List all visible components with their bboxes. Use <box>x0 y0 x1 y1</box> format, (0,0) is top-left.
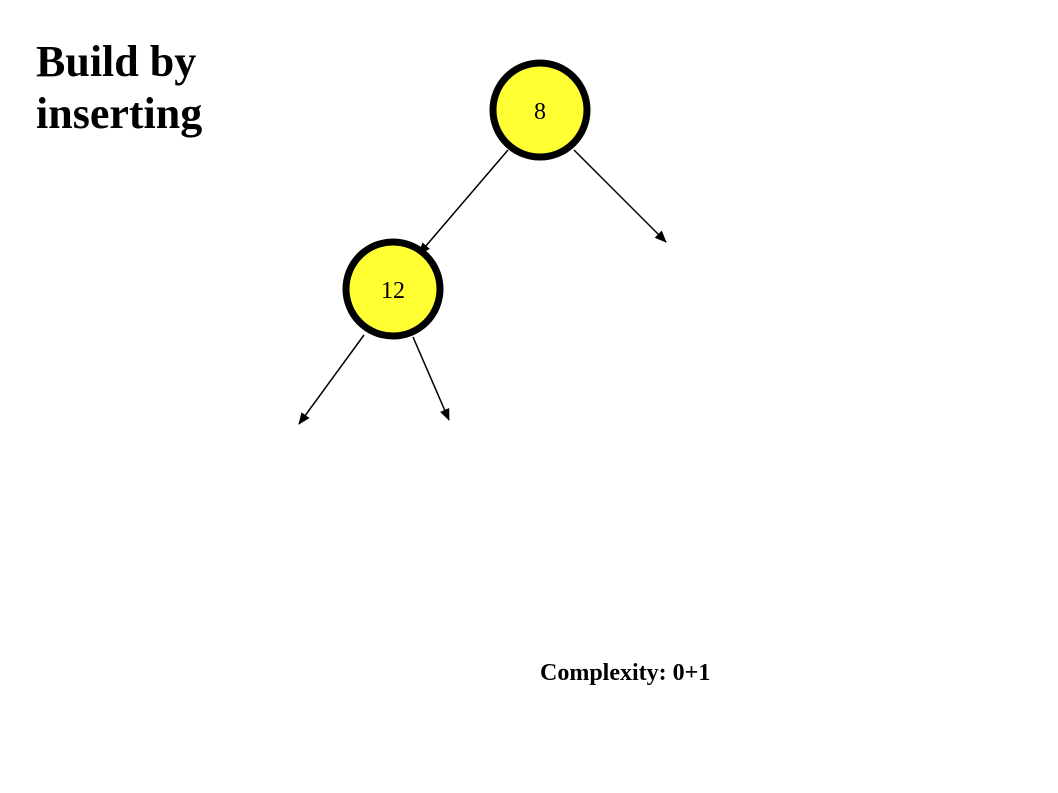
node-value: 8 <box>534 99 546 125</box>
slide-title: Build by inserting <box>36 37 203 138</box>
node-circle <box>489 59 591 161</box>
edge-root-to-empty-right <box>573 149 667 243</box>
node-circle <box>342 238 444 340</box>
edge-left-child-to-empty-right <box>412 336 450 421</box>
complexity-label: Complexity: 0+1 <box>540 660 711 686</box>
edge-root-to-left-child <box>418 149 509 255</box>
tree-node-left-child: 12 <box>342 238 444 340</box>
edge-left-child-to-empty-left <box>298 334 365 425</box>
node-value: 12 <box>381 278 405 304</box>
tree-node-root: 8 <box>489 59 591 161</box>
